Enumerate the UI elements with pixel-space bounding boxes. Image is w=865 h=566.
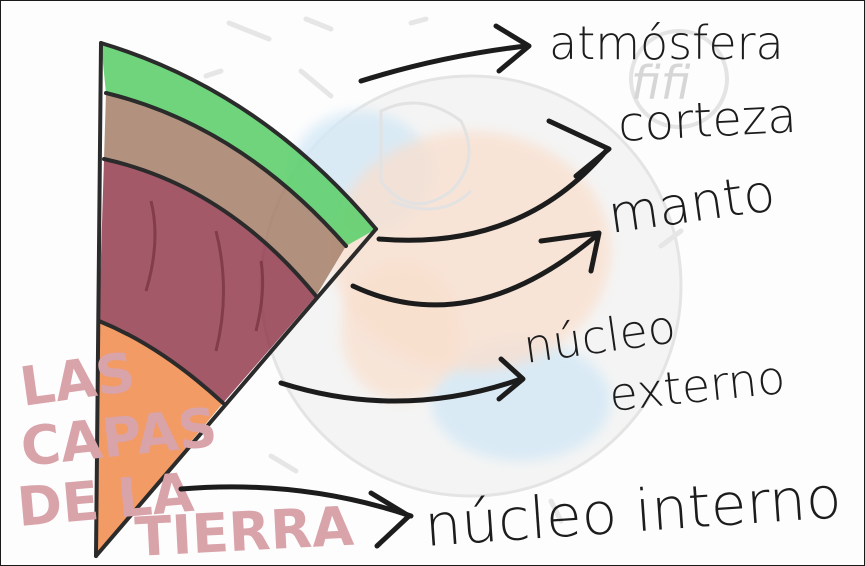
label-corteza: corteza: [617, 88, 798, 153]
arrow-atmosfera: [361, 26, 529, 81]
label-atmosfera: atmósfera: [549, 16, 784, 70]
title-line-4: TIERRA: [133, 495, 355, 566]
